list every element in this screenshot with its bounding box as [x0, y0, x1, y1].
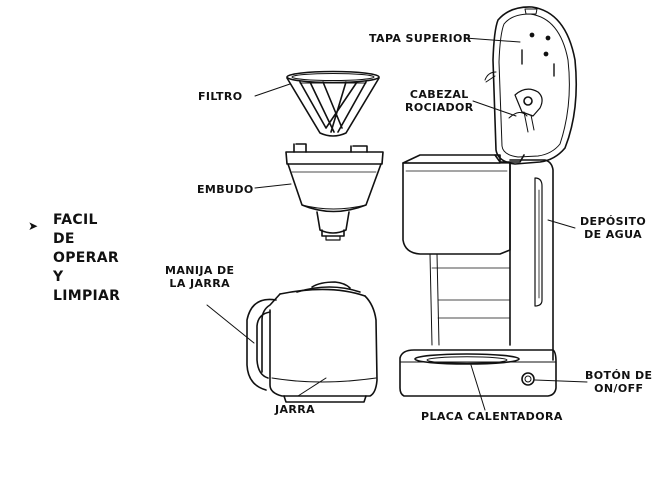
filter-basket-illustration	[286, 70, 380, 137]
label-deposito-agua: DEPÓSITO DE AGUA	[580, 215, 646, 241]
leader-boton	[534, 379, 588, 383]
arrow-bullet-icon: ➤	[28, 219, 39, 233]
label-cabezal-line-1: CABEZAL	[409, 88, 469, 101]
leader-jarra	[297, 377, 327, 397]
headline-line-1: FACIL DE	[53, 212, 98, 247]
leader-embudo	[254, 183, 292, 189]
carafe-illustration	[246, 281, 378, 403]
label-boton-line-2: ON/OFF	[594, 382, 644, 395]
headline-line-2: OPERAR Y	[53, 250, 119, 285]
label-filtro: FILTRO	[198, 90, 243, 103]
label-manija-jarra: MANIJA DE LA JARRA	[165, 264, 234, 290]
funnel-illustration	[285, 143, 384, 241]
leader-deposito	[547, 219, 576, 229]
leader-placa	[470, 364, 486, 411]
leader-lines	[206, 37, 588, 411]
label-deposito-line-1: DEPÓSITO	[580, 215, 647, 228]
label-tapa-superior: TAPA SUPERIOR	[369, 32, 472, 45]
leader-manija	[206, 304, 255, 344]
headline-line-3: LIMPIAR	[53, 288, 121, 304]
label-jarra: JARRA	[275, 403, 316, 416]
label-deposito-line-2: DE AGUA	[584, 228, 643, 241]
leader-tapa-superior	[464, 37, 521, 43]
label-embudo: EMBUDO	[197, 183, 254, 196]
leader-cabezal	[472, 100, 517, 117]
label-manija-line-2: LA JARRA	[169, 277, 231, 290]
label-placa-calentadora: PLACA CALENTADORA	[421, 410, 563, 423]
label-cabezal-line-2: ROCIADOR	[405, 101, 474, 114]
leader-filtro	[254, 83, 291, 97]
label-cabezal-rociador: CABEZAL ROCIADOR	[405, 88, 474, 114]
label-manija-line-1: MANIJA DE	[165, 264, 235, 277]
coffee-maker-body-illustration	[399, 6, 578, 397]
label-boton-on-off: BOTÓN DE ON/OFF	[585, 369, 652, 395]
headline-text: FACIL DE OPERAR Y LIMPIAR	[53, 211, 120, 306]
label-boton-line-1: BOTÓN DE	[585, 369, 653, 382]
